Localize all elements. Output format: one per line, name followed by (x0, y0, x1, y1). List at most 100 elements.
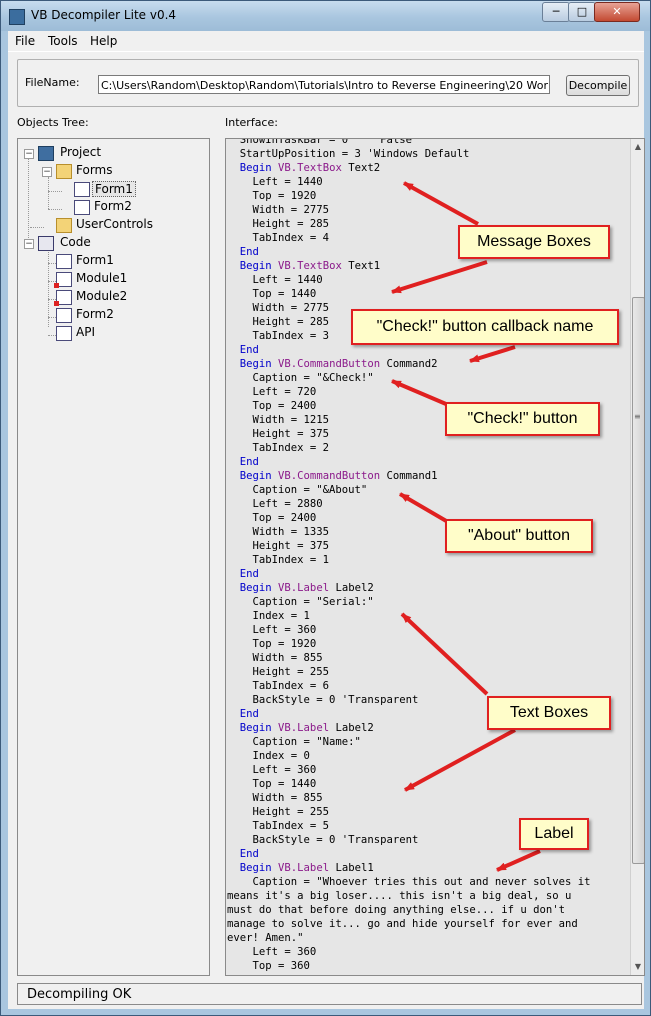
window-title: VB Decompiler Lite v0.4 (31, 8, 177, 22)
title-bar[interactable]: VB Decompiler Lite v0.4 ─ □ ✕ (1, 1, 650, 31)
callout-label: Label (519, 818, 589, 850)
scroll-up-arrow-icon[interactable]: ▲ (634, 142, 642, 151)
code-line: Left = 1440 (227, 176, 323, 188)
filename-field[interactable]: C:\Users\Random\Desktop\Random\Tutorials… (98, 75, 550, 94)
module-icon (54, 272, 72, 288)
code-line: End (239, 848, 259, 860)
code-line: Left = 360 (227, 764, 317, 776)
tree-item-usercontrols[interactable]: UserControls (76, 217, 153, 231)
code-line: Top = 1920 (227, 638, 317, 650)
code-line: BackStyle = 0 'Transparent (227, 694, 419, 706)
close-button[interactable]: ✕ (594, 2, 640, 22)
expand-project[interactable]: − (24, 149, 34, 159)
code-line: Width = 1335 (227, 526, 330, 538)
tree-item-form1[interactable]: Form1 (92, 181, 136, 197)
code-line: Height = 375 (227, 428, 330, 440)
code-line: End (239, 344, 259, 356)
code-line: Begin VB.Label Label2 (239, 582, 374, 594)
scroll-down-arrow-icon[interactable]: ▼ (634, 962, 642, 971)
callout-check-button: "Check!" button (445, 402, 600, 436)
code-line: Height = 255 (227, 666, 330, 678)
maximize-button[interactable]: □ (568, 2, 596, 22)
grip-icon: ≡ (634, 412, 641, 421)
filename-label: FileName: (25, 76, 80, 89)
code-line: Width = 2775 (227, 204, 330, 216)
code-line: Index = 1 (227, 610, 310, 622)
expand-forms[interactable]: − (42, 167, 52, 177)
code-line: Width = 1215 (227, 414, 330, 426)
objects-tree-label: Objects Tree: (17, 116, 89, 129)
code-line: Left = 720 (227, 386, 317, 398)
code-line: Width = 2775 (227, 302, 330, 314)
code-line: Top = 360 (227, 960, 310, 972)
code-line: Height = 285 (227, 316, 330, 328)
code-line: Width = 855 (227, 652, 323, 664)
tree-item-project[interactable]: Project (60, 145, 102, 159)
code-line: End (239, 568, 259, 580)
code-line: Caption = "&Check!" (227, 372, 374, 384)
code-line: TabIndex = 3 (227, 330, 330, 342)
scrollbar-thumb[interactable] (632, 297, 644, 864)
client-area: File Tools Help FileName: C:\Users\Rando… (8, 31, 645, 1009)
tree-item-code[interactable]: Code (60, 235, 91, 249)
menu-tools[interactable]: Tools (48, 34, 78, 48)
code-line: TabIndex = 4 (227, 232, 330, 244)
minimize-button[interactable]: ─ (542, 2, 570, 22)
tree-item-module1[interactable]: Module1 (76, 271, 128, 285)
code-line: Height = 375 (227, 540, 330, 552)
callout-message-boxes: Message Boxes (458, 225, 610, 259)
tree-item-module2[interactable]: Module2 (76, 289, 128, 303)
code-line: Begin VB.TextBox Text1 (239, 260, 381, 272)
code-line: Caption = "Name:" (227, 736, 361, 748)
code-line: Caption = "&About" (227, 484, 368, 496)
code-line: Caption = "Serial:" (227, 596, 374, 608)
folder-icon (56, 218, 72, 233)
code-line: BackStyle = 0 'Transparent (227, 834, 419, 846)
code-line: Left = 2880 (227, 498, 323, 510)
interface-label: Interface: (225, 116, 278, 129)
code-text: ShowInTaskBar = 0 'False StartUpPosition… (227, 138, 627, 973)
code-icon (38, 236, 54, 251)
code-line: Top = 1440 (227, 778, 317, 790)
tree-item-code-form1[interactable]: Form1 (76, 253, 114, 267)
code-line: Begin VB.Label Label2 (239, 722, 374, 734)
code-line: Top = 2400 (227, 400, 317, 412)
interface-code-view[interactable]: ShowInTaskBar = 0 'False StartUpPosition… (225, 138, 645, 976)
status-text: Decompiling OK (27, 987, 132, 1002)
decompile-button[interactable]: Decompile (566, 75, 630, 96)
code-line: StartUpPosition = 3 'Windows Default (227, 148, 470, 160)
code-line: Left = 1440 (227, 274, 323, 286)
code-line: End (239, 456, 259, 468)
module-icon (54, 290, 72, 306)
folder-icon (56, 164, 72, 179)
code-line: Begin VB.Label Label1 (239, 862, 374, 874)
tree-item-form2[interactable]: Form2 (94, 199, 132, 213)
vertical-scrollbar[interactable]: ▲ ≡ ▼ (630, 139, 644, 975)
code-line: TabIndex = 2 (227, 442, 330, 454)
code-line: End (239, 708, 259, 720)
menu-help[interactable]: Help (90, 34, 118, 48)
tree-item-api[interactable]: API (76, 325, 95, 339)
code-line: Caption = "Whoever tries this out and ne… (227, 876, 591, 888)
callout-check-callback: "Check!" button callback name (351, 309, 619, 345)
code-line: Left = 360 (227, 946, 317, 958)
form-icon (56, 326, 72, 341)
form-icon (56, 254, 72, 269)
code-line: ShowInTaskBar = 0 'False (227, 138, 412, 146)
code-line: Height = 285 (227, 218, 330, 230)
code-line: manage to solve it... go and hide yourse… (227, 918, 578, 930)
tree-item-forms[interactable]: Forms (76, 163, 113, 177)
code-line: Top = 1920 (227, 190, 317, 202)
expand-code[interactable]: − (24, 239, 34, 249)
code-line: must do that before doing anything else.… (227, 904, 566, 916)
code-line: Begin VB.CommandButton Command1 (239, 470, 438, 482)
objects-tree[interactable]: − Project − Forms Form1 Form2 UserContro… (17, 138, 210, 976)
code-line: ever! Amen." (227, 932, 304, 944)
code-line: TabIndex = 5 (227, 820, 330, 832)
form-icon (74, 182, 90, 197)
menu-file[interactable]: File (15, 34, 36, 48)
callout-about-button: "About" button (445, 519, 593, 553)
menu-bar: File Tools Help (8, 31, 644, 52)
tree-item-code-form2[interactable]: Form2 (76, 307, 114, 321)
code-line: TabIndex = 6 (227, 680, 330, 692)
